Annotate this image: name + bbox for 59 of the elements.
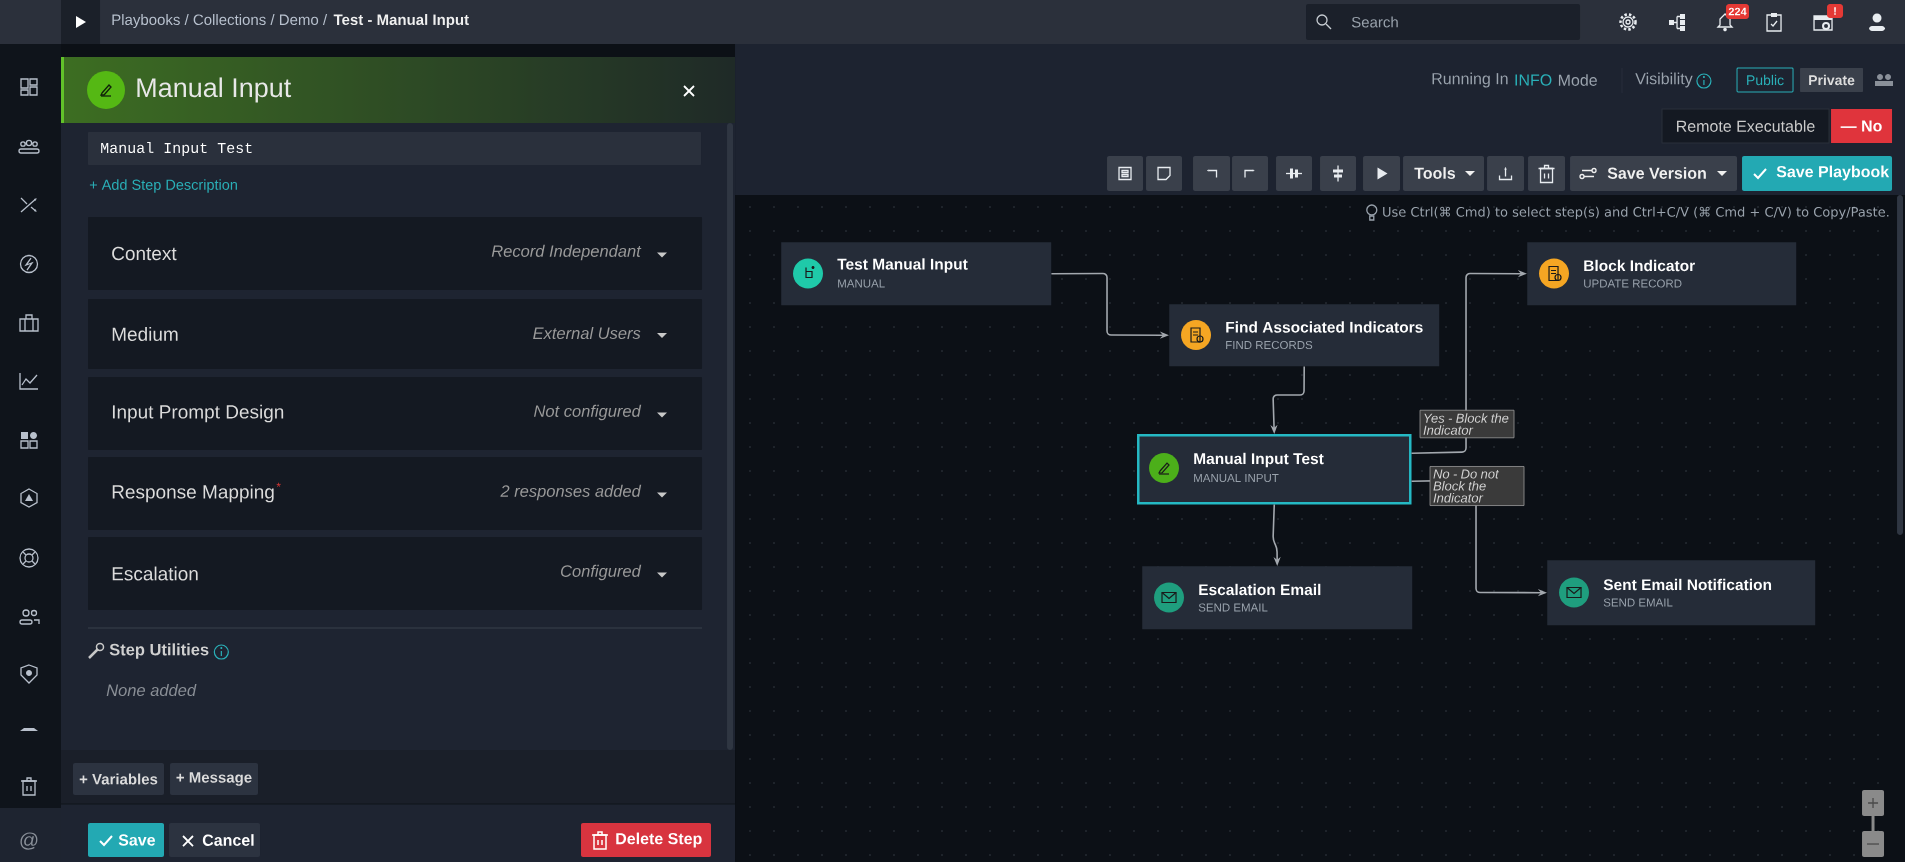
private-toggle: Private	[1800, 68, 1863, 92]
step-type: MANUAL	[838, 279, 885, 288]
toggle-label: Remote Executable	[1661, 108, 1830, 144]
section-title: Medium	[112, 327, 178, 341]
section-value: Record Independant	[491, 244, 642, 261]
step-box	[1527, 242, 1797, 306]
required-mark: *	[276, 482, 281, 487]
add-message-button: + Message	[170, 763, 258, 795]
section-value: External Users	[533, 326, 641, 340]
section-title: Response Mapping	[112, 484, 274, 503]
section-value: Not configured	[534, 404, 642, 421]
edge-label: No - Do not Block the Indicator	[1429, 466, 1525, 506]
notification-badge: 224	[1726, 4, 1749, 19]
section-heading: Step Utilities	[109, 643, 209, 659]
page-title: Test - Manual Input	[333, 14, 469, 28]
tools-dropdown: Tools	[1403, 156, 1484, 191]
step-type: MANUAL INPUT	[1194, 474, 1279, 482]
empty-state-text: None added	[106, 683, 197, 697]
section-title: Input Prompt Design	[112, 404, 284, 423]
add-variables-button: + Variables	[73, 763, 164, 795]
save-playbook-button: Save Playbook	[1742, 156, 1893, 191]
step-box	[1547, 560, 1816, 626]
step-title: Find Associated Indicators	[1226, 321, 1423, 333]
version-dropdown: Save Version	[1570, 156, 1737, 191]
step-type: FIND RECORDS	[1226, 340, 1313, 350]
step-type: UPDATE RECORD	[1584, 279, 1682, 288]
save-button: Save	[88, 823, 164, 857]
toggle-switch: — No	[1831, 109, 1893, 143]
step-title: Sent Email Notification	[1603, 578, 1772, 591]
mention-button: @	[0, 808, 61, 862]
step-box	[781, 242, 1052, 306]
step-box	[1169, 304, 1440, 367]
public-toggle: Public	[1736, 67, 1794, 93]
notification-badge: !	[1827, 4, 1843, 18]
step-title: Manual Input Test	[1194, 452, 1324, 468]
section-value: 2 responses added	[500, 484, 642, 501]
step-title: Escalation Email	[1199, 583, 1321, 596]
section-title: Escalation	[112, 566, 198, 581]
name-field: Manual Input Test	[88, 132, 701, 165]
search-field: Search	[1306, 4, 1580, 40]
mode-text: Mode	[1558, 74, 1597, 86]
cancel-button: Cancel	[169, 823, 260, 857]
mode-text: Running In	[1432, 72, 1508, 88]
add-description-link: + Add Step Description	[89, 179, 237, 193]
step-type: SEND EMAIL	[1198, 603, 1268, 612]
step-title: Test Manual Input	[837, 258, 968, 273]
step-type: SEND EMAIL	[1603, 598, 1673, 607]
delete-step-button: Delete Step	[581, 823, 711, 857]
hint-text: Use Ctrl(⌘ Cmd) to select step(s) and Ctrl+C/V (⌘ Cmd + C/V) to Copy/Paste.	[1383, 206, 1889, 220]
breadcrumb: Playbooks / Collections / Demo /	[112, 14, 328, 28]
section-title: Context	[112, 246, 177, 261]
step-box	[1137, 434, 1412, 505]
step-title: Block Indicator	[1584, 259, 1695, 272]
visibility-label: Visibility	[1635, 72, 1693, 88]
edge-label: Yes - Block the Indicator	[1419, 409, 1515, 439]
panel-title: Manual Input	[137, 77, 292, 103]
section-value: Configured	[561, 564, 642, 581]
mode-value: INFO	[1515, 74, 1552, 86]
step-box	[1142, 566, 1413, 630]
